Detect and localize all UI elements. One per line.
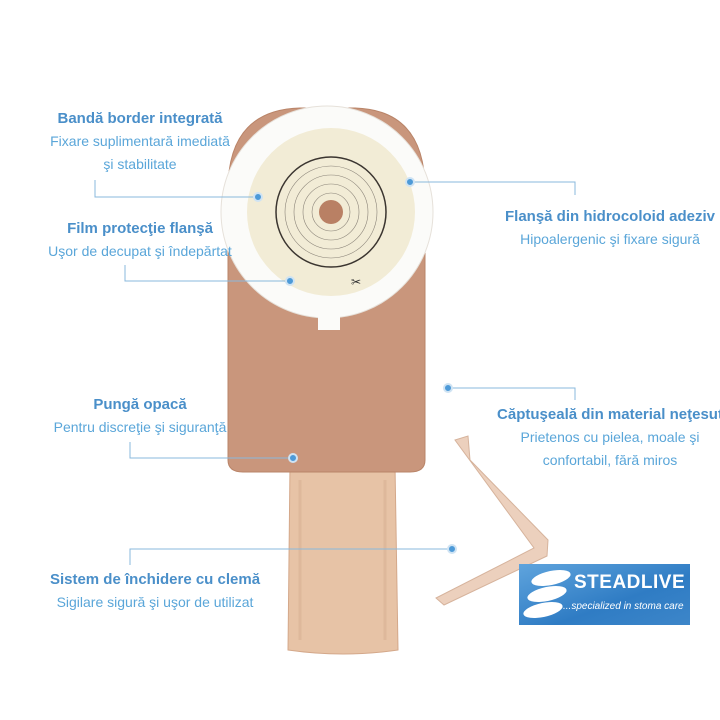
pouch-outlet [287,464,399,655]
logo-tagline: ...specialized in stoma care [563,601,684,612]
annotation-text: Prietenos cu pielea, moale şi [520,429,700,445]
marker-dot [253,192,263,202]
logo-name: STEADLIVE [574,572,686,593]
annotation-title: Film protecţie flanşă [67,220,213,237]
annotation-text: Sigilare sigură şi uşor de utilizat [56,594,254,610]
annotation-text: Hipoalergenic şi fixare sigură [520,231,700,247]
annotation-opaque-pouch: Pungă opacă Pentru discreţie şi siguranţ… [0,394,290,439]
annotation-title: Căptuşeală din material neţesut [497,406,720,423]
annotation-title: Pungă opacă [93,396,187,413]
annotation-hydrocolloid-flange: Flanşă din hidrocoloid adeziv Hipoalerge… [460,206,720,251]
marker-dot [285,276,295,286]
annotation-text: Fixare suplimentară imediată [50,133,230,149]
annotation-protective-film: Film protecţie flanşă Uşor de decupat şi… [0,218,290,263]
annotation-text: Uşor de decupat şi îndepărtat [48,243,232,259]
annotation-text: Pentru discreţie şi siguranţă [53,419,227,435]
marker-dot [288,453,298,463]
marker-dot [447,544,457,554]
annotation-clip-closure: Sistem de închidere cu clemă Sigilare si… [5,569,305,614]
marker-dot [405,177,415,187]
annotation-title: Bandă border integrată [57,110,223,127]
annotation-border-tape: Bandă border integrată Fixare suplimenta… [0,108,290,176]
annotation-text: şi stabilitate [103,156,177,172]
svg-text:✂: ✂ [351,275,361,289]
stoma-hole [319,200,343,224]
closure-clip [435,435,549,606]
logo-ellipses-icon [523,569,571,619]
marker-dot [443,383,453,393]
annotation-title: Sistem de închidere cu clemă [49,571,261,588]
annotation-title: Flanşă din hidrocoloid adeziv [504,208,716,225]
annotation-nonwoven-lining: Căptuşeală din material neţesut Prieteno… [460,404,720,472]
steadlive-logo: STEADLIVE ...specialized in stoma care [519,564,690,625]
annotation-text: confortabil, fără miros [542,452,678,468]
